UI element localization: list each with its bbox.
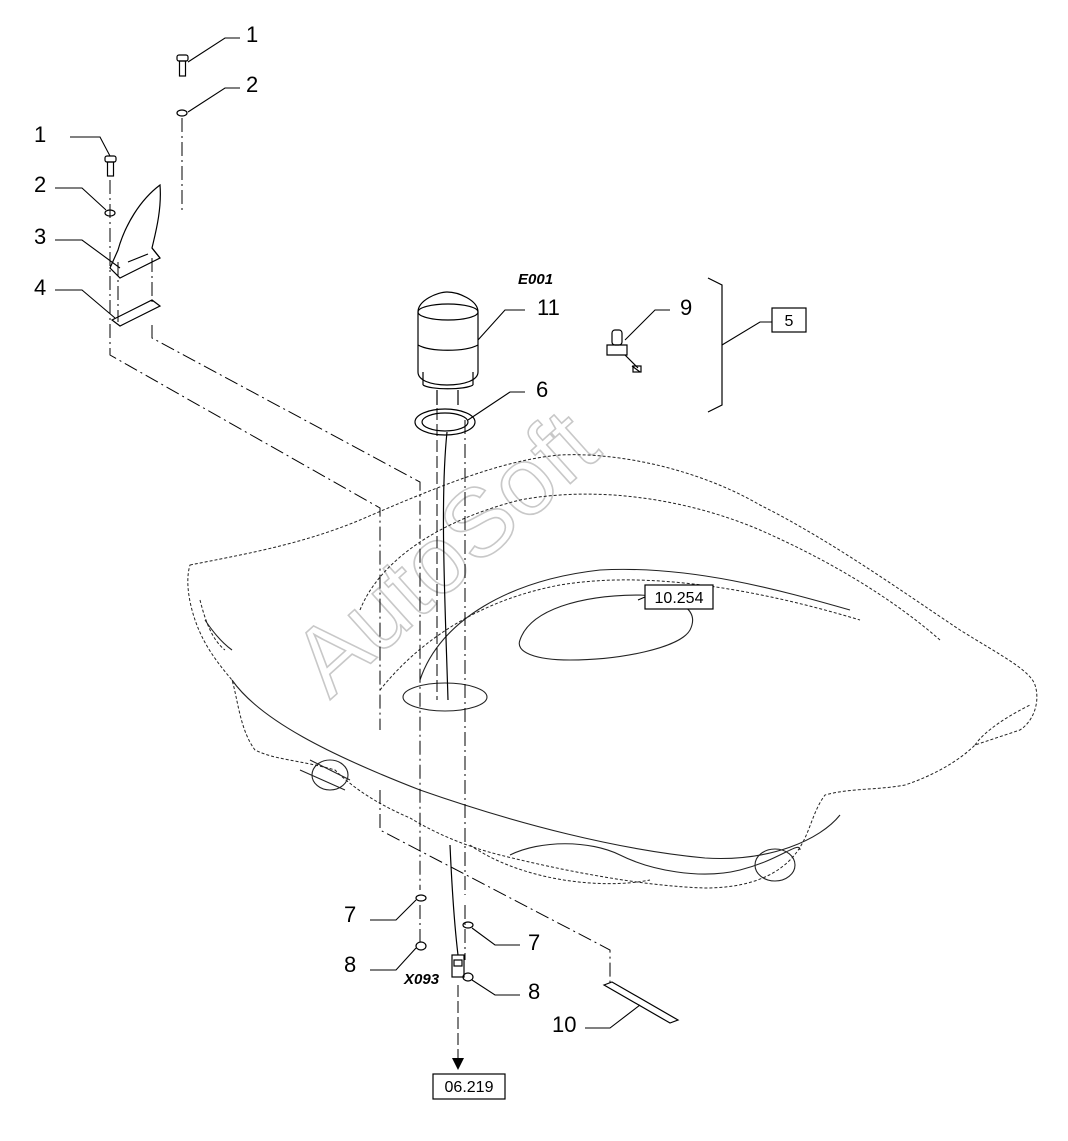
callout-8-left: 8: [344, 952, 356, 977]
callout-numbers: 1 2 1 2 3 4 11 6 9 7 8 7 8 10: [34, 22, 692, 1037]
callout-2-top: 2: [246, 72, 258, 97]
callout-4: 4: [34, 275, 46, 300]
harness-ref-label: 06.219: [445, 1079, 494, 1096]
callout-9: 9: [680, 295, 692, 320]
callout-8-right: 8: [528, 979, 540, 1004]
washer-top: [176, 109, 188, 117]
connector-code: X093: [403, 971, 440, 988]
beacon-code: E001: [518, 271, 553, 288]
cable-lower: [449, 844, 459, 956]
seat-ref-box: 10.254: [644, 584, 714, 610]
washer-left: [104, 209, 116, 217]
watermark: AutoSoft: [272, 390, 617, 716]
washer-7-right: [462, 921, 474, 929]
bolt-left: [104, 155, 117, 177]
beacon-cable: [442, 431, 449, 701]
callout-10: 10: [552, 1012, 576, 1037]
leader-lines: [55, 37, 772, 1029]
connector: [451, 954, 465, 978]
callout-11: 11: [537, 295, 560, 320]
callout-7-right: 7: [528, 930, 540, 955]
callout-5: 5: [785, 313, 794, 330]
callout-3: 3: [34, 224, 46, 249]
assembly-lines: [109, 118, 611, 1060]
callout-2-left: 2: [34, 172, 46, 197]
nut-8-left: [415, 941, 427, 951]
callout-7-left: 7: [344, 902, 356, 927]
metal-strip: [602, 981, 680, 1024]
arrow-down: [452, 1058, 464, 1070]
bolt-top: [176, 54, 189, 77]
washer-7-left: [415, 894, 427, 902]
seat-shell: [187, 454, 1038, 889]
callout-1-top: 1: [246, 22, 258, 47]
harness-ref-box: 06.219: [432, 1073, 506, 1100]
bracket: [109, 183, 161, 279]
callout-6: 6: [536, 377, 548, 402]
rotating-beacon: [417, 291, 479, 405]
bulb: [606, 329, 642, 373]
nut-8-right: [462, 972, 474, 982]
gasket: [414, 408, 476, 436]
seat-ref-label: 10.254: [655, 590, 704, 607]
mounting-plate: [110, 299, 162, 327]
callout-1-left: 1: [34, 122, 46, 147]
callout-5-box: 5: [771, 307, 807, 333]
group-bracket: [707, 277, 723, 413]
